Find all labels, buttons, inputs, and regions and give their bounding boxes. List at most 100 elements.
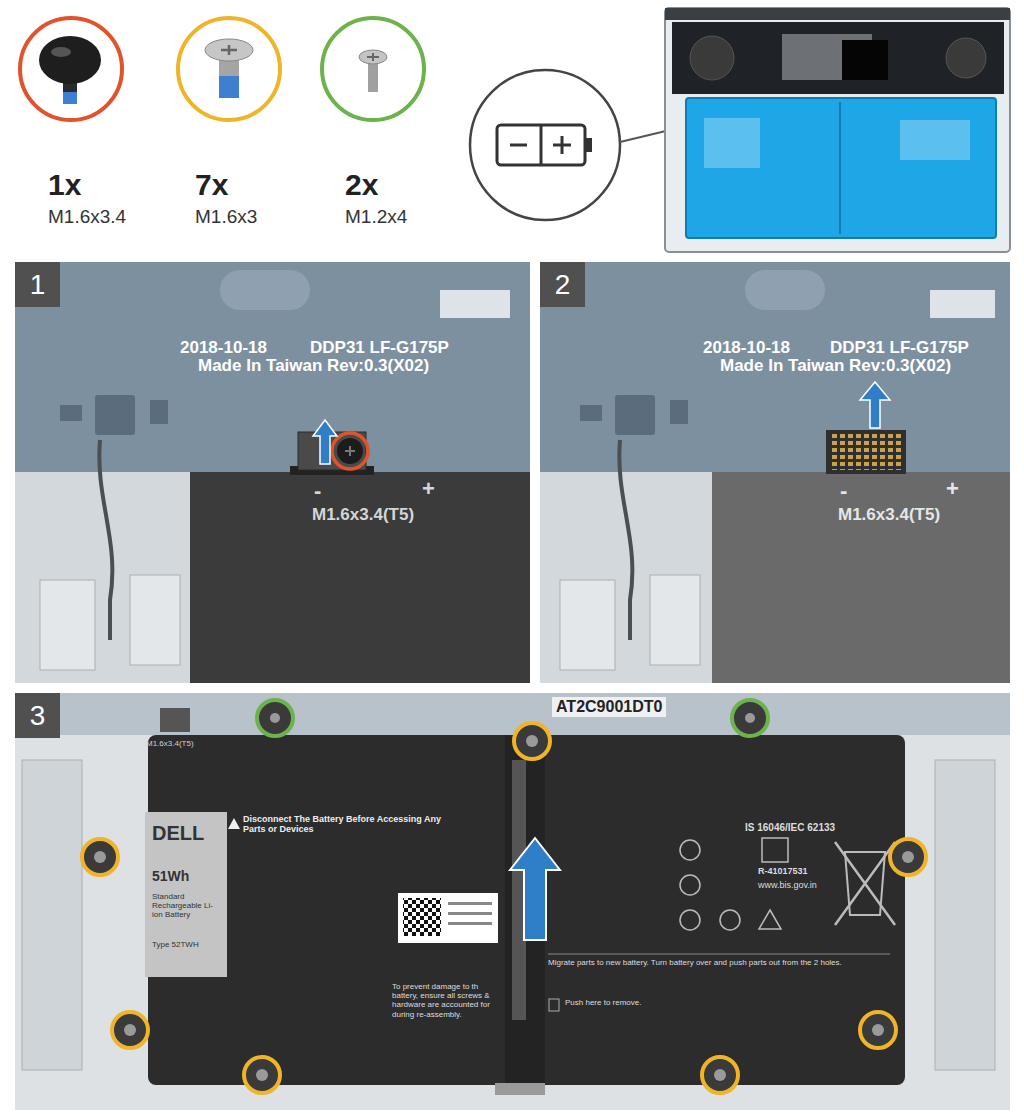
screw-marker xyxy=(860,1012,896,1048)
step-panel: 1 xyxy=(15,262,530,683)
component xyxy=(60,405,82,421)
screw-icon xyxy=(205,39,253,98)
speaker-bracket xyxy=(560,580,615,670)
battery-terminal xyxy=(585,138,592,152)
screw-marker xyxy=(82,839,118,875)
screw-circle xyxy=(16,14,126,124)
battery-sticker xyxy=(704,118,760,168)
push-icon xyxy=(549,999,559,1011)
screw-circle xyxy=(174,14,284,124)
screw-size: M1.2x4 xyxy=(316,207,456,228)
tape xyxy=(842,40,888,80)
screw-marker xyxy=(244,1057,280,1093)
panel-ground xyxy=(540,262,1010,683)
battery xyxy=(148,735,905,1085)
screw-count: 1x xyxy=(14,168,164,201)
cert-icon xyxy=(759,910,781,929)
polarity-mark: - xyxy=(840,478,847,503)
direction-arrow xyxy=(860,382,890,428)
screw-icon xyxy=(39,36,101,104)
cert-icon xyxy=(720,910,740,930)
silkscreen-text: 2018-10-18 xyxy=(180,338,267,358)
screw-marker xyxy=(257,700,293,736)
step-number: 2 xyxy=(540,262,585,307)
step-number: 3 xyxy=(15,693,60,738)
cert-icon xyxy=(680,910,700,930)
cert-icon xyxy=(680,840,700,860)
qr-sticker xyxy=(398,893,498,943)
screw-head xyxy=(94,851,106,863)
direction-arrow xyxy=(510,838,560,940)
screw-head xyxy=(270,713,280,723)
cert-icon xyxy=(762,838,788,862)
connector-pins xyxy=(830,434,902,470)
instruction-note: Push here to remove. xyxy=(565,998,641,1007)
screw-legend: 1xM1.6x3.4 xyxy=(14,14,164,228)
battery-label xyxy=(145,812,227,977)
board-feature xyxy=(745,270,825,310)
screw-head xyxy=(124,1024,136,1036)
sticker-lines xyxy=(448,902,492,905)
screw-head xyxy=(39,36,101,84)
screw-marker xyxy=(514,723,550,759)
cert-text: R-41017531 xyxy=(758,866,808,876)
screw-marking: M1.6x3.4(T5) xyxy=(838,505,940,525)
battery-seam xyxy=(839,102,841,234)
component xyxy=(150,400,168,424)
sticker-lines xyxy=(448,922,492,925)
component xyxy=(670,400,688,424)
battery xyxy=(190,472,530,683)
divider-line xyxy=(548,954,890,955)
polarity-mark: + xyxy=(422,476,435,501)
battery-divider xyxy=(540,125,543,165)
fan xyxy=(946,38,986,78)
chassis-tab xyxy=(495,1083,545,1095)
cert-text: www.bis.gov.in xyxy=(758,880,817,890)
flex-connector xyxy=(440,290,510,318)
screw-size: M1.6x3.4 xyxy=(14,207,164,228)
inductor xyxy=(615,395,655,435)
screw-slot xyxy=(367,53,379,61)
component xyxy=(580,405,602,421)
speaker-cable xyxy=(99,440,112,640)
hinge-bracket xyxy=(130,575,180,665)
hinge-bracket xyxy=(650,575,700,665)
battery-symbol xyxy=(497,125,585,165)
cert-text: IS 16046/IEC 62133 xyxy=(745,822,835,834)
screw-ring xyxy=(178,18,280,120)
screw-marking: M1.6x3.4(T5) xyxy=(312,505,414,525)
plus-sign xyxy=(561,136,564,154)
silkscreen-text: Made In Taiwan Rev:0.3(X02) xyxy=(198,356,429,376)
screw-marking: M1.6x3.4(T5) xyxy=(146,739,194,748)
screw-marker xyxy=(890,839,926,875)
screw-slot xyxy=(221,45,237,55)
silkscreen-text: Made In Taiwan Rev:0.3(X02) xyxy=(720,356,951,376)
screw-icon xyxy=(359,50,387,92)
silkscreen-text: DDP31 LF-G175P xyxy=(830,338,969,358)
thread-lock xyxy=(63,92,77,104)
laptop-hinge xyxy=(665,8,1010,20)
screw-head xyxy=(256,1069,268,1081)
screw-highlight xyxy=(332,433,368,469)
speaker-cable xyxy=(619,440,632,640)
panel-ground xyxy=(15,262,530,683)
connector-bracket xyxy=(160,708,190,732)
laptop-base xyxy=(665,8,1010,252)
screw-marker xyxy=(702,1057,738,1093)
speaker xyxy=(22,760,82,1070)
battery-thumb xyxy=(686,98,996,238)
motherboard xyxy=(672,22,1004,94)
silkscreen-text: 2018-10-18 xyxy=(703,338,790,358)
sticker-lines xyxy=(448,912,492,915)
cert-icon xyxy=(680,875,700,895)
minus-sign xyxy=(510,144,527,147)
step-panel: 2 xyxy=(540,262,1010,683)
motherboard xyxy=(15,693,1010,735)
screw-head xyxy=(526,735,538,747)
warning-icon xyxy=(228,818,240,829)
battery xyxy=(712,472,1010,683)
inductor xyxy=(95,395,135,435)
qr-code xyxy=(403,898,441,936)
screw-head xyxy=(745,713,755,723)
screw-head xyxy=(714,1069,726,1081)
